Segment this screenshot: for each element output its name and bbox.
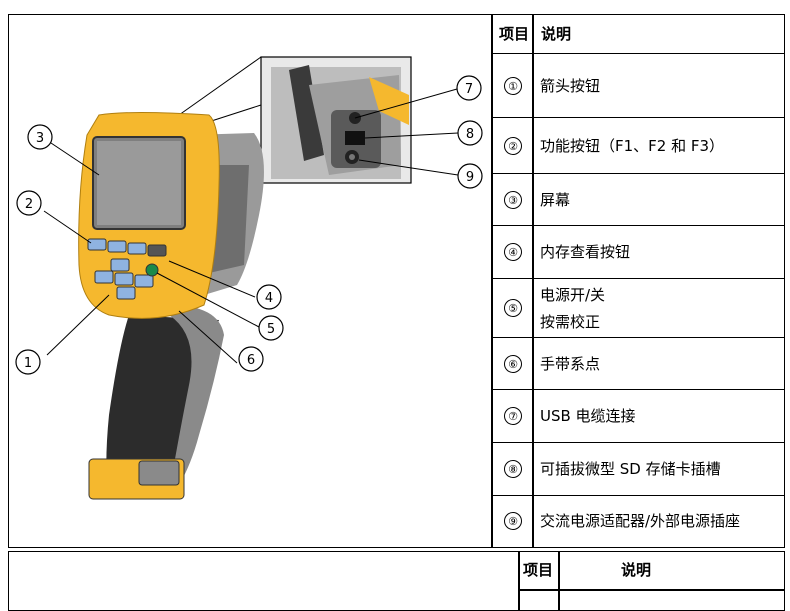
callout-3: 3: [27, 124, 53, 150]
memory-button: [147, 244, 167, 257]
callout-4-label: 4: [265, 291, 273, 306]
row-number: ④: [504, 243, 522, 261]
inset-leader-line: [178, 56, 262, 116]
arrow-button-center: [114, 272, 134, 286]
callout-7-label: 7: [465, 82, 473, 97]
header-item: 项目: [499, 25, 530, 43]
row-number: ⑥: [504, 355, 522, 373]
next-header-description: 说明: [621, 561, 652, 579]
row-description: USB 电缆连接: [540, 407, 636, 425]
table-row: ⑧ 可插拔微型 SD 存储卡插槽: [493, 443, 784, 496]
row-description: 箭头按钮: [540, 77, 601, 95]
row-description: 屏幕: [540, 191, 571, 209]
power-button: [145, 263, 159, 277]
row-description-line2: 按需校正: [540, 313, 601, 331]
row-description: 手带系点: [540, 355, 601, 373]
callout-1-label: 1: [24, 356, 32, 371]
table-row: ⑤ 电源开/关 按需校正: [493, 279, 784, 338]
callout-6-label: 6: [247, 353, 255, 368]
callout-5: 5: [258, 315, 284, 341]
illustration-panel: 1 2 3 4 5 6 7 8: [8, 14, 492, 548]
header-description: 说明: [541, 25, 572, 43]
function-button-f2: [107, 240, 127, 253]
next-table-frame: 项目 说明: [8, 551, 785, 611]
arrow-button-down: [116, 286, 136, 300]
callout-8: 8: [457, 120, 483, 146]
row-number: ⑨: [504, 512, 522, 530]
arrow-button-right: [134, 274, 154, 288]
function-button-f3: [127, 242, 147, 255]
callout-9: 9: [457, 163, 483, 189]
row-description: 交流电源适配器/外部电源插座: [540, 512, 741, 530]
row-number: ①: [504, 77, 522, 95]
next-header-item: 项目: [523, 561, 554, 579]
callout-8-label: 8: [466, 127, 474, 142]
row-description-line1: 电源开/关: [540, 286, 606, 304]
row-number: ⑤: [504, 299, 522, 317]
camera-grip: [106, 315, 219, 493]
legend-table: 项目 说明 ① 箭头按钮 ② 功能按钮（F1、F2 和 F3） ③ 屏幕 ④ 内…: [492, 14, 785, 548]
row-description: 可插拔微型 SD 存储卡插槽: [540, 460, 721, 478]
table-row: ⑨ 交流电源适配器/外部电源插座: [493, 496, 784, 546]
row-number: ③: [504, 191, 522, 209]
callout-4: 4: [256, 284, 282, 310]
callout-2-label: 2: [25, 197, 33, 212]
table-row: ② 功能按钮（F1、F2 和 F3）: [493, 118, 784, 174]
callout-2: 2: [16, 190, 42, 216]
function-button-f1: [87, 238, 107, 251]
callout-6: 6: [238, 346, 264, 372]
thermal-camera-illustration: 1 2 3 4 5 6 7 8: [15, 56, 483, 500]
table-row: ③ 屏幕: [493, 174, 784, 226]
header-divider: [518, 589, 784, 591]
legend-table-header: 项目 说明: [493, 15, 784, 54]
callout-3-label: 3: [36, 131, 44, 146]
callout-7: 7: [456, 75, 482, 101]
table-row: ⑥ 手带系点: [493, 338, 784, 390]
row-description: 内存查看按钮: [540, 243, 631, 261]
column-divider: [558, 552, 560, 610]
table-row: ④ 内存查看按钮: [493, 226, 784, 279]
arrow-button-left: [94, 270, 114, 284]
table-row: ① 箭头按钮: [493, 54, 784, 118]
row-number: ⑧: [504, 460, 522, 478]
callout-9-label: 9: [466, 170, 474, 185]
callout-5-label: 5: [267, 322, 275, 337]
row-number: ②: [504, 137, 522, 155]
column-divider: [518, 552, 520, 610]
column-divider: [532, 15, 534, 547]
table-row: ⑦ USB 电缆连接: [493, 390, 784, 443]
callout-1: 1: [15, 349, 41, 375]
row-description: 功能按钮（F1、F2 和 F3）: [540, 137, 725, 155]
arrow-button-up: [110, 258, 130, 272]
row-number: ⑦: [504, 407, 522, 425]
